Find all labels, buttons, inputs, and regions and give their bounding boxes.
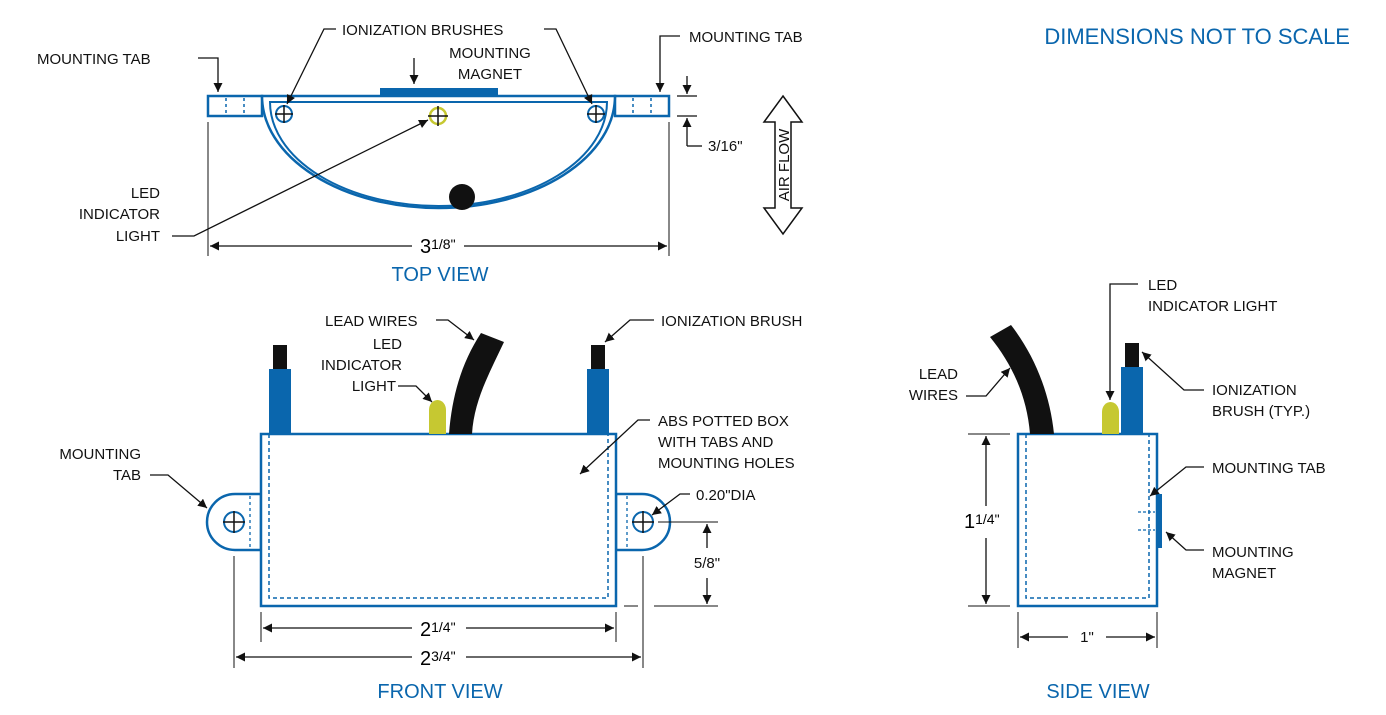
top-body-outline: [260, 94, 617, 210]
front-label-abs-1: ABS POTTED BOX: [658, 413, 789, 430]
front-label-hole: 0.20"DIA: [696, 487, 756, 504]
top-label-tab-left: MOUNTING TAB: [37, 51, 151, 68]
top-label-ionization-brushes: IONIZATION BRUSHES: [342, 22, 503, 39]
side-label-mounting-tab: MOUNTING TAB: [1212, 460, 1326, 477]
side-led: [1102, 402, 1119, 434]
front-label-led-1: LED: [373, 336, 402, 353]
front-hole-left: [223, 511, 245, 533]
top-view-title: TOP VIEW: [391, 264, 488, 286]
front-hole-right: [632, 511, 654, 533]
side-brush: [1121, 343, 1143, 434]
side-view: LED INDICATOR LIGHT LEAD WIRES IONIZATIO…: [909, 277, 1326, 703]
top-dim-width-whole: 3: [420, 236, 431, 258]
front-label-led-2: INDICATOR: [321, 357, 402, 374]
top-brush-left: [275, 105, 293, 123]
side-label-led-1: LED: [1148, 277, 1177, 294]
side-label-brush-1: IONIZATION: [1212, 382, 1297, 399]
front-dim-outer-frac: 3/4": [431, 648, 455, 664]
side-label-magnet-1: MOUNTING: [1212, 544, 1294, 561]
front-label-lead-wires: LEAD WIRES: [325, 313, 418, 330]
front-dim-hole-height: 5/8": [694, 555, 720, 572]
side-dim-height-whole: 1: [964, 511, 975, 533]
top-dim-tab: 3/16": [708, 138, 743, 155]
side-label-magnet-2: MAGNET: [1212, 565, 1276, 582]
top-lead-wire-hole: [449, 184, 475, 210]
top-label-magnet-1: MOUNTING: [449, 45, 531, 62]
top-mounting-tab-left: [206, 94, 264, 118]
front-led: [429, 400, 446, 434]
top-dim-width-frac: 1/8": [431, 236, 455, 252]
front-dim-outer: 23/4": [420, 648, 456, 670]
top-label-tab-right: MOUNTING TAB: [689, 29, 803, 46]
front-label-tab-1: MOUNTING: [59, 446, 141, 463]
side-box: [1016, 432, 1159, 608]
side-dim-width: 1": [1080, 629, 1094, 646]
front-label-led-3: LIGHT: [352, 378, 396, 395]
top-label-air-flow: AIR FLOW: [776, 128, 793, 201]
side-view-title: SIDE VIEW: [1046, 681, 1149, 703]
front-label-abs-2: WITH TABS AND: [658, 434, 773, 451]
side-dim-height: 11/4": [964, 511, 1000, 533]
side-mounting-magnet: [1155, 494, 1162, 548]
front-dim-inner-whole: 2: [420, 619, 431, 641]
front-view-title: FRONT VIEW: [377, 681, 502, 703]
side-dim-height-frac: 1/4": [975, 511, 999, 527]
side-lead-wires: [990, 325, 1054, 434]
top-body-inner: [268, 101, 609, 207]
front-dim-outer-whole: 2: [420, 648, 431, 670]
side-label-lead-2: WIRES: [909, 387, 958, 404]
front-lead-wires: [449, 333, 504, 434]
front-label-ionization-brush: IONIZATION BRUSH: [661, 313, 802, 330]
front-label-abs-3: MOUNTING HOLES: [658, 455, 795, 472]
scale-note: DIMENSIONS NOT TO SCALE: [1044, 24, 1350, 49]
front-brush-left: [269, 345, 291, 434]
top-label-led-3: LIGHT: [116, 228, 160, 245]
front-dim-inner-frac: 1/4": [431, 619, 455, 635]
front-view: LEAD WIRES LED INDICATOR LIGHT IONIZATIO…: [59, 313, 802, 703]
top-label-led-1: LED: [131, 185, 160, 202]
air-flow-arrow: [762, 94, 804, 236]
front-box: [259, 432, 618, 608]
side-label-brush-2: BRUSH (TYP.): [1212, 403, 1310, 420]
front-brush-right: [587, 345, 609, 434]
top-label-magnet-2: MAGNET: [458, 66, 522, 83]
top-dim-width: 31/8": [420, 236, 456, 258]
top-mounting-magnet: [380, 88, 498, 96]
top-mounting-tab-right: [613, 94, 671, 118]
top-view: IONIZATION BRUSHES MOUNTING MAGNET MOUNT…: [37, 22, 804, 286]
top-label-led-2: INDICATOR: [79, 206, 160, 223]
side-label-led-2: INDICATOR LIGHT: [1148, 298, 1277, 315]
front-label-tab-2: TAB: [113, 467, 141, 484]
front-dim-inner: 21/4": [420, 619, 456, 641]
top-led: [428, 106, 448, 126]
side-label-lead-1: LEAD: [919, 366, 958, 383]
top-brush-right: [587, 105, 605, 123]
